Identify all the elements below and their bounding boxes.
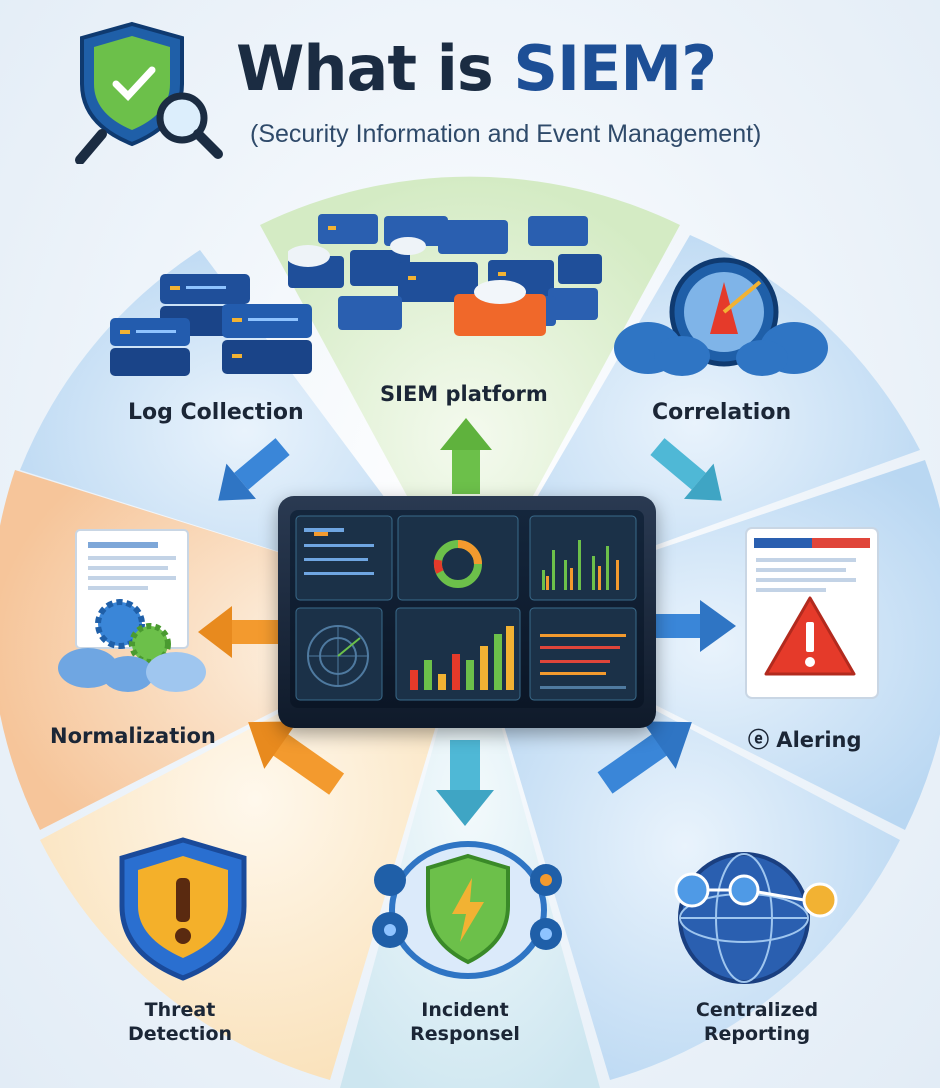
label-log-collection: Log Collection (128, 400, 304, 425)
label-incident-response-line2: Responsel (410, 1023, 520, 1045)
label-threat-detection-line1: Threat (144, 999, 216, 1021)
arrow-down (436, 740, 494, 826)
lightning-shield-icon (372, 841, 562, 979)
title-prefix: What is (236, 32, 514, 105)
cloud-server-icon (288, 214, 602, 336)
title-accent: SIEM? (513, 32, 717, 105)
dashboard-monitor-icon (278, 496, 656, 728)
page-title: What is SIEM? (236, 32, 717, 105)
label-threat-detection: Threat Detection (120, 998, 240, 1046)
cloud-gauge-icon (614, 257, 828, 376)
arrow-up-right (650, 438, 722, 501)
page-subtitle: (Security Information and Event Manageme… (250, 120, 762, 148)
label-centralized-reporting-line2: Reporting (703, 1023, 811, 1045)
dashboard-screen (290, 510, 644, 708)
warning-shield-icon (119, 837, 247, 981)
label-alerting: ⓔ Alering (748, 728, 862, 752)
document-gears-icon (58, 529, 206, 692)
label-threat-detection-line2: Detection (127, 1023, 233, 1045)
server-stack-icon (110, 274, 312, 376)
shield-magnifier-icon (75, 21, 223, 164)
warning-document-icon (745, 527, 879, 699)
label-siem-platform: SIEM platform (380, 382, 548, 406)
label-incident-response-line1: Incident (421, 999, 509, 1021)
label-incident-response: Incident Responsel (395, 998, 535, 1046)
dashboard-panels (295, 515, 637, 701)
segment-threat-detection (40, 612, 470, 1080)
label-centralized-reporting: Centralized Reporting (672, 998, 842, 1046)
arrow-left (198, 606, 278, 658)
arrow-up-left (218, 438, 290, 501)
globe-network-icon (674, 852, 838, 984)
arrow-right (656, 600, 736, 652)
arrow-down-right (597, 721, 692, 794)
label-correlation: Correlation (652, 400, 792, 425)
arrow-up (440, 418, 492, 494)
label-normalization: Normalization (50, 724, 216, 748)
label-centralized-reporting-line1: Centralized (695, 999, 819, 1021)
segment-centralized-reporting (470, 612, 900, 1080)
arrow-down-left (248, 721, 345, 795)
